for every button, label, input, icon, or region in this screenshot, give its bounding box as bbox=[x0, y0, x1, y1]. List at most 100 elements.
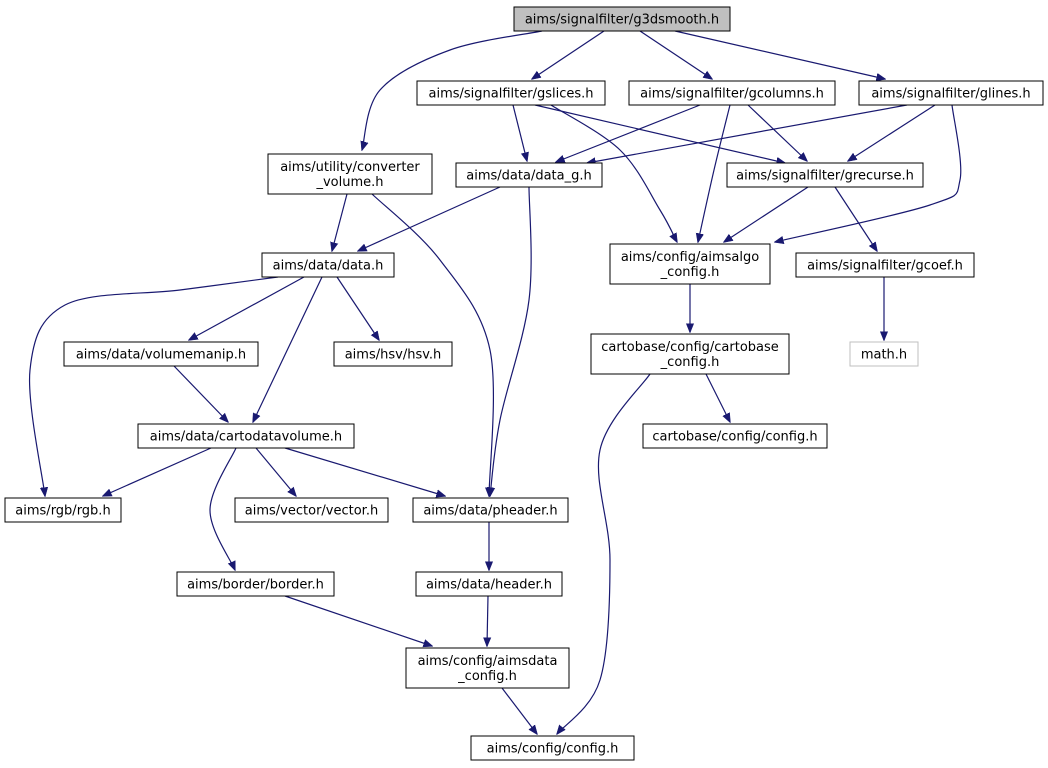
edge-data-to-cartodata bbox=[253, 276, 323, 422]
node-aimsdata-cfg[interactable]: aims/config/aimsdata_config.h bbox=[405, 647, 570, 689]
node-box bbox=[4, 497, 122, 523]
edge-data-to-rgb bbox=[28, 276, 279, 496]
node-box bbox=[234, 497, 389, 523]
node-label: aims/hsv/hsv.h bbox=[345, 348, 442, 363]
edges-layer bbox=[28, 30, 962, 734]
node-data-g[interactable]: aims/data/data_g.h bbox=[455, 162, 603, 188]
edge-cartodata-to-border bbox=[209, 447, 237, 570]
node-label: aims/signalfilter/gcolumns.h bbox=[640, 87, 824, 102]
node-grecurse[interactable]: aims/signalfilter/grecurse.h bbox=[726, 162, 924, 188]
node-cartobase-cfg[interactable]: cartobase/config/cartobase_config.h bbox=[590, 333, 790, 375]
node-cartodata[interactable]: aims/data/cartodatavolume.h bbox=[137, 423, 355, 449]
edge-glines-to-data_g bbox=[587, 104, 908, 163]
edge-cartobase_cfg-to-config bbox=[557, 373, 651, 734]
edge-data_g-to-data bbox=[358, 186, 501, 251]
node-box bbox=[137, 423, 355, 449]
node-box bbox=[176, 571, 335, 597]
edge-grecurse-to-aimsalgo_cfg bbox=[724, 186, 809, 242]
node-header[interactable]: aims/data/header.h bbox=[415, 571, 563, 597]
node-label: aims/config/aimsdata bbox=[418, 654, 558, 669]
node-math[interactable]: math.h bbox=[849, 341, 919, 367]
node-box bbox=[628, 80, 836, 106]
node-box bbox=[609, 243, 771, 285]
node-label: aims/vector/vector.h bbox=[245, 504, 378, 519]
edge-cartodata-to-rgb bbox=[103, 447, 212, 496]
node-pheader[interactable]: aims/data/pheader.h bbox=[412, 497, 569, 523]
node-box bbox=[513, 6, 731, 32]
node-config[interactable]: aims/config/config.h bbox=[470, 735, 635, 761]
node-label: aims/signalfilter/g3dsmooth.h bbox=[525, 13, 719, 28]
node-cb-config[interactable]: cartobase/config/config.h bbox=[642, 423, 828, 449]
edge-gslices-to-data_g bbox=[512, 104, 527, 161]
node-gslices[interactable]: aims/signalfilter/gslices.h bbox=[416, 80, 606, 106]
node-box bbox=[412, 497, 569, 523]
edge-cartobase_cfg-to-cb_config bbox=[705, 373, 730, 422]
node-box bbox=[590, 333, 790, 375]
node-box bbox=[333, 341, 453, 367]
node-box bbox=[726, 162, 924, 188]
node-label: aims/signalfilter/grecurse.h bbox=[736, 169, 914, 184]
edge-glines-to-aimsalgo_cfg bbox=[775, 104, 962, 242]
node-data[interactable]: aims/data/data.h bbox=[261, 252, 395, 278]
node-glines[interactable]: aims/signalfilter/glines.h bbox=[858, 80, 1044, 106]
node-label: _config.h bbox=[660, 265, 720, 280]
node-label: aims/data/data_g.h bbox=[466, 169, 591, 184]
node-label: aims/signalfilter/glines.h bbox=[871, 87, 1030, 102]
node-label: aims/signalfilter/gslices.h bbox=[428, 87, 593, 102]
edge-volumemanip-to-cartodata bbox=[173, 365, 228, 422]
node-label: aims/data/volumemanip.h bbox=[76, 348, 246, 363]
edge-grecurse-to-gcoef bbox=[834, 186, 877, 251]
node-box bbox=[63, 341, 259, 367]
node-label: cartobase/config/cartobase bbox=[601, 340, 779, 355]
edge-cartodata-to-vector bbox=[255, 447, 296, 496]
node-vector[interactable]: aims/vector/vector.h bbox=[234, 497, 389, 523]
edge-data-to-hsv bbox=[336, 276, 379, 340]
node-label: aims/data/cartodatavolume.h bbox=[150, 430, 342, 445]
edge-gcolumns-to-aimsalgo_cfg bbox=[698, 104, 731, 242]
node-box bbox=[849, 341, 919, 367]
node-g3dsmooth[interactable]: aims/signalfilter/g3dsmooth.h bbox=[513, 6, 731, 32]
edge-data-to-volumemanip bbox=[189, 276, 305, 340]
node-rgb[interactable]: aims/rgb/rgb.h bbox=[4, 497, 122, 523]
edge-gcolumns-to-grecurse bbox=[747, 104, 807, 161]
edge-aimsdata_cfg-to-config bbox=[501, 687, 537, 734]
edge-border-to-aimsdata_cfg bbox=[284, 595, 432, 646]
node-box bbox=[415, 571, 563, 597]
node-box bbox=[470, 735, 635, 761]
node-aimsalgo-cfg[interactable]: aims/config/aimsalgo_config.h bbox=[609, 243, 771, 285]
node-hsv[interactable]: aims/hsv/hsv.h bbox=[333, 341, 453, 367]
node-box bbox=[267, 153, 433, 195]
node-label: aims/signalfilter/gcoef.h bbox=[807, 259, 963, 274]
node-box bbox=[261, 252, 395, 278]
edge-converter-to-pheader bbox=[371, 193, 495, 496]
node-label: aims/border/border.h bbox=[187, 578, 324, 593]
node-box bbox=[795, 252, 975, 278]
node-gcoef[interactable]: aims/signalfilter/gcoef.h bbox=[795, 252, 975, 278]
edge-cartodata-to-pheader bbox=[284, 447, 445, 496]
edge-glines-to-grecurse bbox=[848, 104, 936, 161]
edge-gcolumns-to-data_g bbox=[556, 104, 701, 162]
node-label: aims/rgb/rgb.h bbox=[15, 504, 110, 519]
node-label: math.h bbox=[861, 348, 907, 363]
node-volumemanip[interactable]: aims/data/volumemanip.h bbox=[63, 341, 259, 367]
node-label: _config.h bbox=[660, 355, 720, 370]
node-label: aims/data/pheader.h bbox=[423, 504, 557, 519]
edge-g3dsmooth-to-gslices bbox=[532, 30, 605, 79]
node-gcolumns[interactable]: aims/signalfilter/gcolumns.h bbox=[628, 80, 836, 106]
node-box bbox=[642, 423, 828, 449]
edge-g3dsmooth-to-converter bbox=[362, 30, 543, 150]
node-label: aims/utility/converter bbox=[280, 160, 420, 175]
node-label: aims/config/config.h bbox=[487, 742, 619, 757]
node-label: cartobase/config/config.h bbox=[652, 430, 817, 445]
node-box bbox=[405, 647, 570, 689]
node-label: aims/data/data.h bbox=[273, 259, 384, 274]
node-label: _volume.h bbox=[315, 175, 383, 190]
node-converter[interactable]: aims/utility/converter_volume.h bbox=[267, 153, 433, 195]
node-box bbox=[858, 80, 1044, 106]
edge-gslices-to-grecurse bbox=[534, 104, 785, 163]
edge-data_g-to-pheader bbox=[490, 186, 532, 496]
edge-g3dsmooth-to-glines bbox=[674, 30, 885, 79]
node-box bbox=[416, 80, 606, 106]
node-border[interactable]: aims/border/border.h bbox=[176, 571, 335, 597]
